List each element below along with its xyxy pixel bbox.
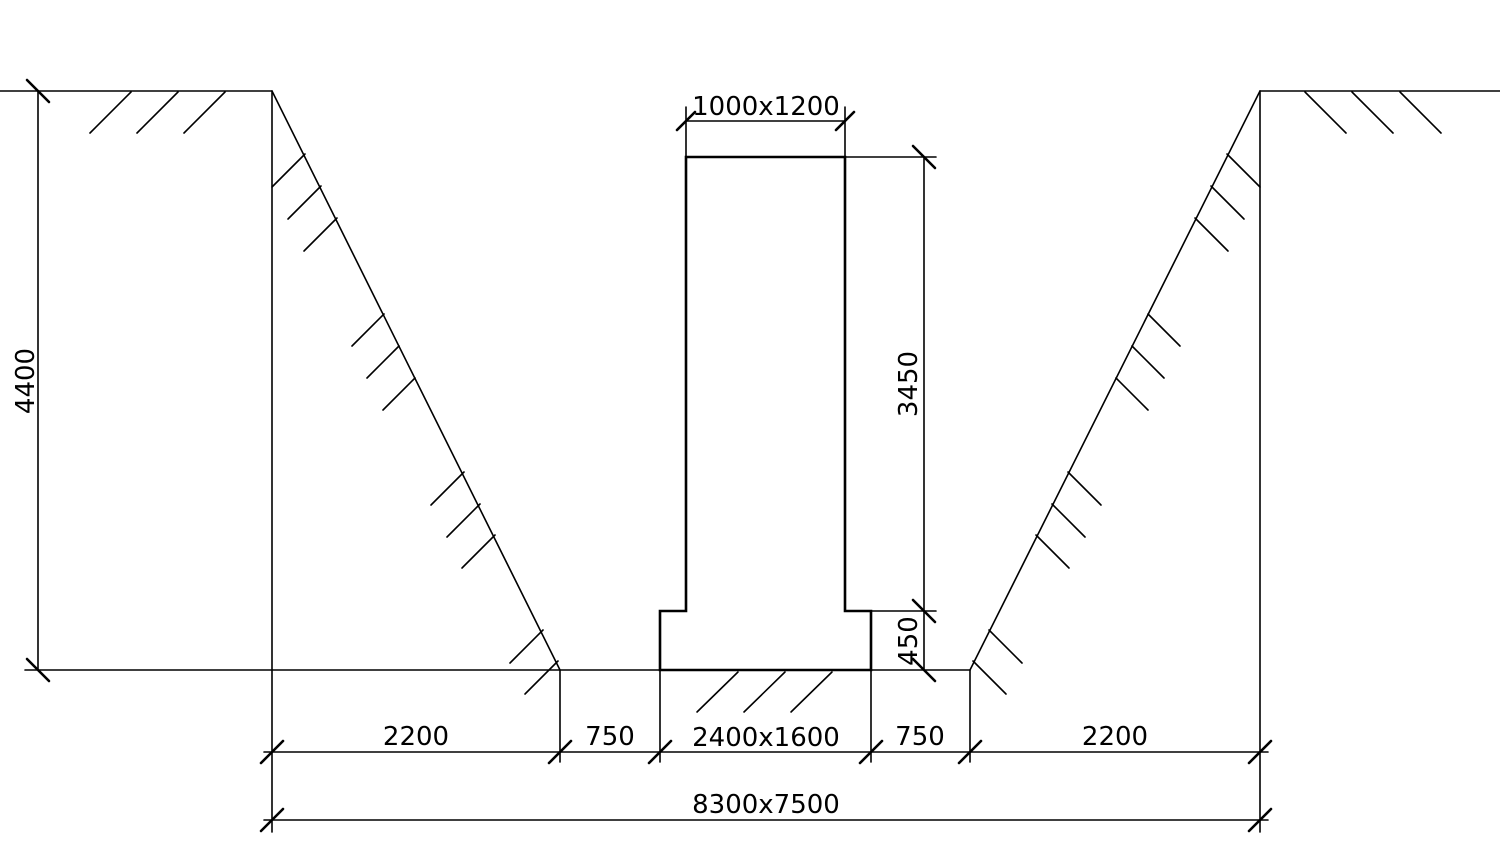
slope-hatching-left (271, 153, 559, 695)
footing-base-hatching (696, 671, 833, 713)
extension-lines (271, 90, 1261, 833)
dim-total-depth: 4400 (11, 348, 41, 414)
dim-top-width: 1000x1200 (692, 92, 840, 122)
dim-footing-width: 2400x1600 (692, 723, 840, 753)
dimension-ticks (25, 78, 1273, 833)
foundation-outline (658, 155, 873, 672)
dim-overall: 8300x7500 (692, 790, 840, 820)
pit-outline (24, 90, 1261, 763)
slope-hatching-right (972, 153, 1261, 695)
dim-right-slope: 2200 (1082, 722, 1148, 752)
dim-right-gap: 750 (895, 722, 945, 752)
dimension-lines (37, 90, 1269, 821)
dim-left-gap: 750 (585, 722, 635, 752)
dim-footing-height: 450 (894, 616, 924, 666)
dim-column-height: 3450 (894, 351, 924, 417)
ground-hatching-right (1304, 91, 1442, 134)
ground-hatching-left (89, 91, 226, 134)
dim-left-slope: 2200 (383, 722, 449, 752)
